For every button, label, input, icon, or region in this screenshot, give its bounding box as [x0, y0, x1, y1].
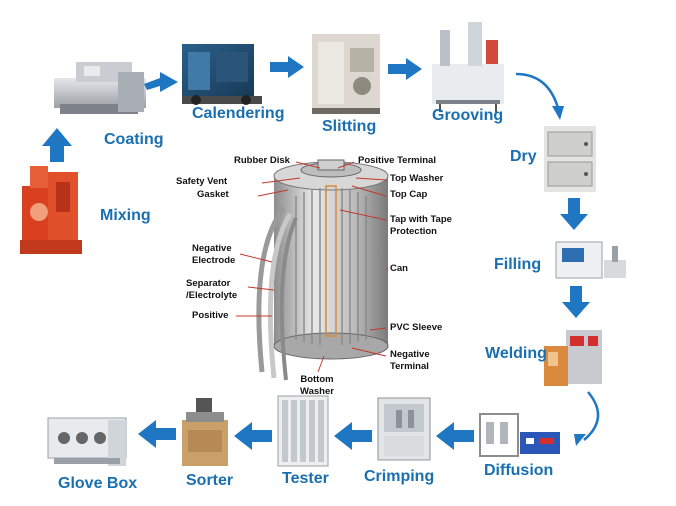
part-label-negative-electrode-line2: Electrode [192, 255, 236, 266]
part-label-separator-line1: Separator [186, 278, 231, 289]
part-label-top-cap: Top Cap [390, 189, 428, 200]
step-label-tester: Tester [282, 470, 329, 487]
part-label-positive: Positive [192, 310, 229, 321]
arrow-tester-sorter [234, 422, 272, 450]
step-label-glove-box: Glove Box [58, 475, 138, 492]
part-label-negative-terminal-line2: Terminal [390, 361, 429, 372]
part-label-separator-line2: /Electrolyte [186, 290, 238, 301]
part-label-gasket: Gasket [197, 189, 229, 200]
part-label-bottom-washer: Bottom Washer [300, 374, 334, 398]
mixing-machine-image [20, 166, 82, 254]
grooving-machine-image [432, 22, 504, 112]
glove-box-image [47, 417, 127, 466]
filling-machine-image [555, 241, 626, 279]
part-leader-lines [236, 161, 388, 373]
arrow-mixing-coating [42, 128, 72, 162]
part-label-top-washer: Top Washer [390, 173, 444, 184]
step-label-sorter: Sorter [186, 472, 234, 489]
part-label-negative-terminal-line1: Negative [390, 349, 430, 360]
calendering-machine-image [182, 44, 262, 105]
step-label-slitting: Slitting [322, 118, 377, 135]
step-label-dry: Dry [510, 148, 537, 165]
process-arrows [42, 56, 590, 450]
step-label-welding: Welding [485, 345, 547, 362]
part-label-safety-vent: Safety Vent [176, 176, 228, 187]
part-label-rubber-disk: Rubber Disk [234, 155, 290, 166]
arrow-crimping-tester [334, 422, 372, 450]
step-label-filling: Filling [494, 256, 542, 273]
arrow-dry-filling [560, 198, 588, 230]
dry-oven-image [544, 126, 596, 192]
part-label-negative-terminal: Negative Terminal [390, 349, 430, 373]
part-label-tap-tape-line1: Tap with Tape [390, 214, 452, 225]
part-label-separator: Separator /Electrolyte [186, 278, 237, 302]
slitting-machine-image [312, 34, 380, 114]
arrow-filling-welding [562, 286, 590, 318]
part-label-pvc-sleeve: PVC Sleeve [390, 322, 443, 333]
arrow-diffusion-crimping [436, 422, 474, 450]
arrow-grooving-dry [515, 72, 560, 109]
arrow-sorter-glovebox [138, 420, 176, 448]
step-label-mixing: Mixing [100, 207, 151, 224]
crimping-machine-image [377, 397, 431, 461]
part-label-negative-electrode-line1: Negative [192, 243, 232, 254]
arrow-welding-diffusion [583, 391, 600, 441]
battery-cell-cutaway [256, 159, 389, 381]
part-label-positive-terminal: Positive Terminal [358, 155, 436, 166]
sorter-machine-image [182, 398, 228, 466]
part-label-bottom-washer-line2: Washer [300, 386, 334, 397]
tester-machine-image [277, 395, 329, 467]
arrow-coating-calendering [144, 72, 178, 92]
part-label-tap-tape-line2: Protection [390, 226, 437, 237]
part-label-negative-electrode: Negative Electrode [192, 243, 235, 267]
step-label-calendering: Calendering [192, 105, 285, 122]
coating-machine-image [54, 62, 146, 114]
step-label-coating: Coating [104, 131, 164, 148]
step-label-grooving: Grooving [432, 107, 504, 124]
welding-machine-image [544, 330, 602, 386]
part-label-bottom-washer-line1: Bottom [300, 374, 334, 385]
part-label-tap-tape: Tap with Tape Protection [390, 214, 452, 238]
diffusion-machine-image [479, 413, 560, 457]
step-label-crimping: Crimping [364, 468, 435, 485]
part-label-can: Can [390, 263, 408, 274]
step-label-diffusion: Diffusion [484, 462, 554, 479]
arrow-slitting-grooving [388, 58, 422, 80]
arrow-calendering-slitting [270, 56, 304, 78]
